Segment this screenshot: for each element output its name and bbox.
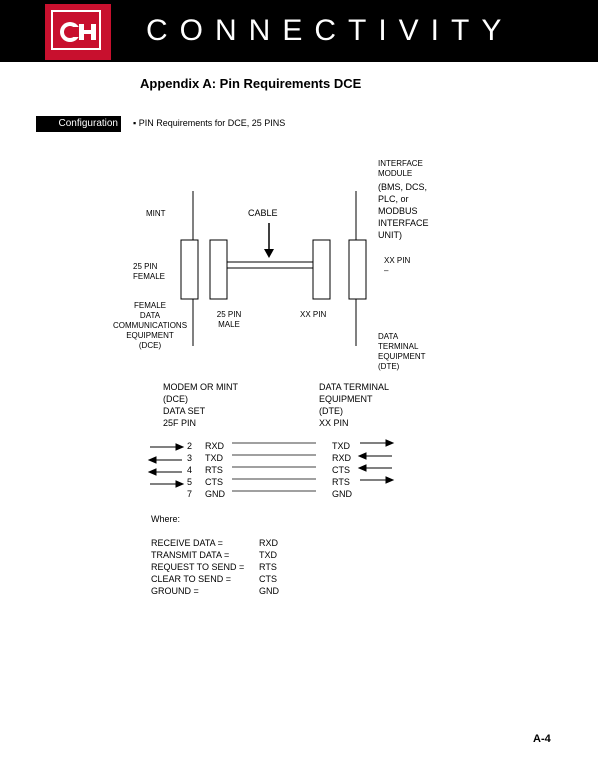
dte-signals: TXD RXD CTS RTS GND — [332, 440, 352, 500]
list-item: RXD — [259, 538, 279, 548]
table-row: TXD — [332, 441, 350, 451]
list-item: CTS — [259, 574, 277, 584]
table-row: TXD — [205, 453, 223, 463]
dte-header: DATA TERMINAL EQUIPMENT (DTE) XX PIN — [319, 382, 390, 428]
right-arrows — [357, 439, 395, 484]
cable-label: CABLE — [248, 208, 278, 218]
xx-pin-bottom-label: XX PIN — [300, 310, 327, 319]
list-item: CLEAR TO SEND = — [151, 574, 231, 584]
male-connector — [209, 239, 228, 300]
list-item: GND — [259, 586, 279, 596]
brand-name: CONNECTIVITY — [146, 14, 514, 47]
legend-abbrs: RXD TXD RTS CTS GND — [259, 537, 279, 597]
table-row: 4 — [187, 465, 193, 475]
table-row: 5 — [187, 477, 193, 487]
dte-connector — [348, 239, 367, 300]
table-row: 3 — [187, 453, 193, 463]
table-row: 2 — [187, 441, 193, 451]
dce-label: FEMALE DATA COMMUNICATIONS EQUIPMENT (DC… — [112, 301, 188, 350]
list-item: TXD — [259, 550, 277, 560]
mint-label: MINT — [146, 209, 166, 218]
dte-label: DATA TERMINAL EQUIPMENT (DTE) — [378, 332, 426, 371]
section-subtitle: ▪ PIN Requirements for DCE, 25 PINS — [133, 118, 286, 128]
male-25pin-label: 25 PIN MALE — [216, 310, 242, 329]
table-row: GND — [332, 489, 352, 499]
dce-header: MODEM OR MINT (DCE) DATA SET 25F PIN — [163, 382, 238, 428]
list-item: GROUND = — [151, 586, 199, 596]
xx-connector — [312, 239, 331, 300]
logo-mark-icon — [60, 22, 96, 42]
table-row: RTS — [332, 477, 350, 487]
table-row: RXD — [205, 441, 225, 451]
list-item: RECEIVE DATA = — [151, 538, 223, 548]
xx-pin-right-label: XX PIN – — [384, 256, 411, 275]
list-item: TRANSMIT DATA = — [151, 550, 230, 560]
cable-arrow-icon — [264, 249, 274, 258]
female-25pin-label: 25 PIN FEMALE — [133, 262, 166, 281]
list-item: RTS — [259, 562, 277, 572]
page-number: A-4 — [533, 733, 551, 745]
table-row: 7 — [187, 489, 193, 499]
dce-signals: RXD TXD RTS CTS GND — [205, 440, 225, 500]
table-row: CTS — [332, 465, 350, 475]
table-row: RTS — [205, 465, 223, 475]
logo-frame — [51, 10, 101, 50]
legend-where: Where: — [151, 514, 181, 524]
table-row: RXD — [332, 453, 352, 463]
table-row: GND — [205, 489, 225, 499]
interface-module-label: INTERFACE MODULE — [378, 159, 423, 178]
company-logo — [45, 4, 111, 60]
section-tab: Configuration — [36, 116, 121, 132]
list-item: REQUEST TO SEND = — [151, 562, 245, 572]
interface-unit-label: (BMS, DCS, PLC, or MODBUS INTERFACE UNIT… — [378, 182, 429, 240]
left-arrows — [147, 443, 185, 488]
dce-connector — [180, 239, 199, 300]
pin-numbers: 2 3 4 5 7 — [187, 440, 192, 500]
legend-terms: RECEIVE DATA = TRANSMIT DATA = REQUEST T… — [151, 537, 244, 597]
page-title: Appendix A: Pin Requirements DCE — [140, 76, 362, 91]
table-row: CTS — [205, 477, 223, 487]
page-header: CONNECTIVITY — [0, 0, 598, 62]
